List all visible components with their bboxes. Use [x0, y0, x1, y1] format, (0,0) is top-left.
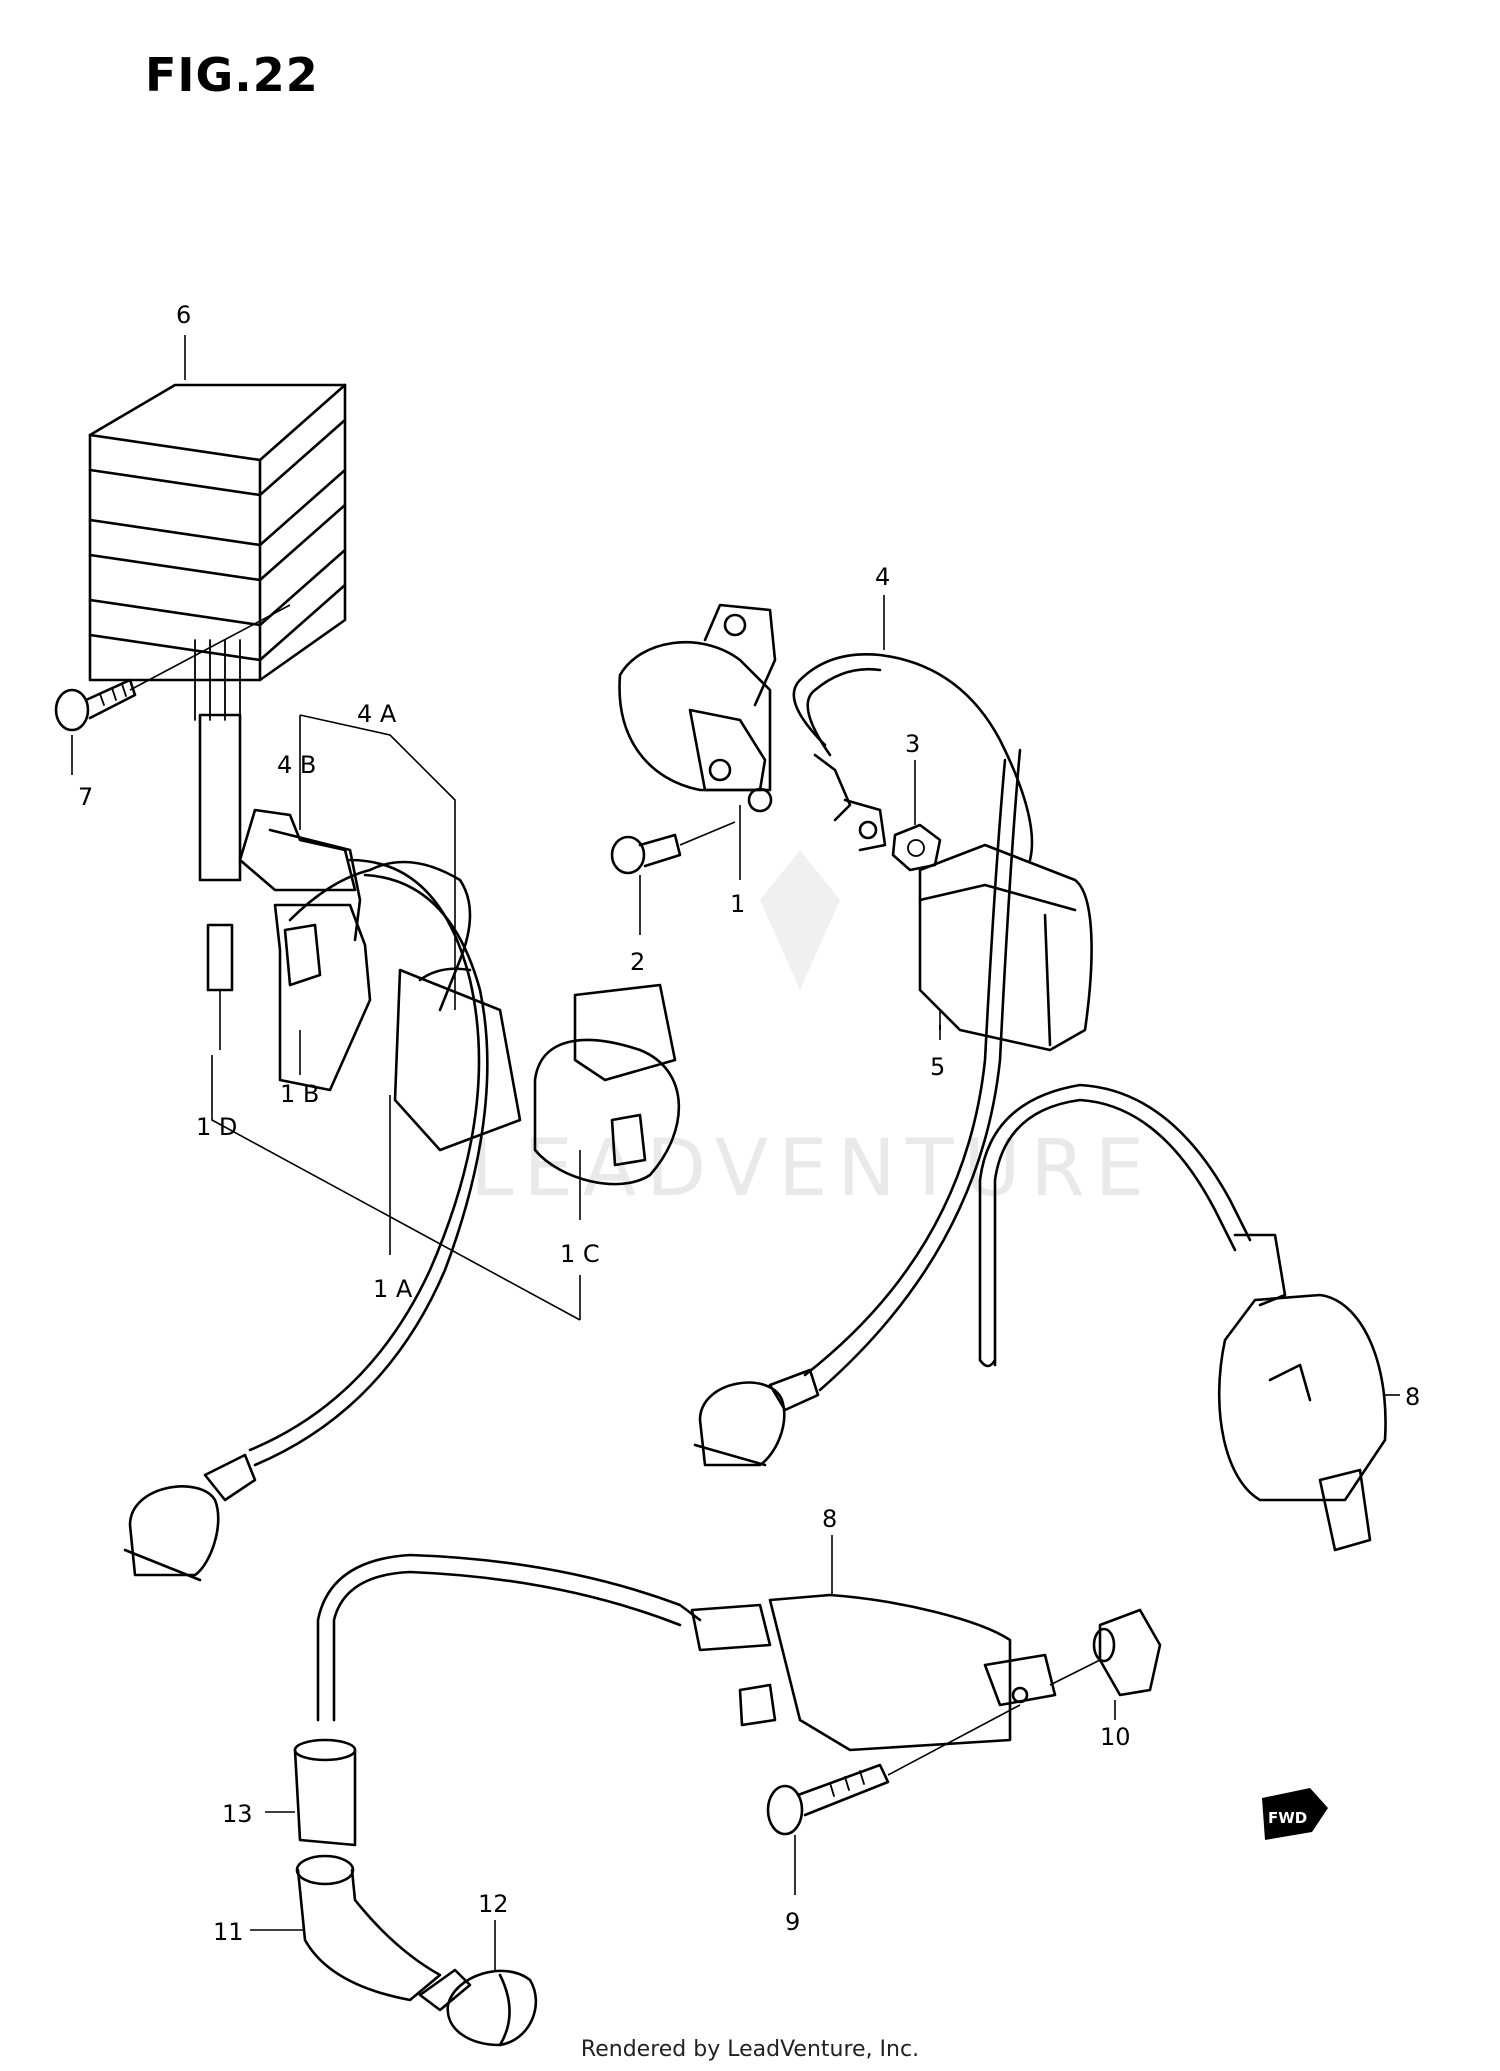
part-4b-plug-cap-bracket[interactable]	[268, 828, 362, 942]
plug-lead-left[interactable]	[123, 858, 489, 1582]
callout-13: 13	[222, 1800, 253, 1828]
part-8-ignition-coil-lower[interactable]	[316, 1553, 1057, 1752]
leader-4a-bracket	[299, 714, 456, 1010]
footer-credit: Rendered by LeadVenture, Inc.	[580, 2037, 920, 2062]
callout-4b: 4 B	[277, 751, 316, 779]
watermark-logo-icon	[760, 850, 840, 990]
callout-8-lower: 8	[822, 1505, 837, 1533]
plug-lead-middle[interactable]	[693, 748, 1022, 1467]
watermark-text: LEADVENTURE	[470, 1124, 1154, 1214]
leadventure-watermark: LEADVENTURE	[470, 850, 1154, 1214]
fwd-direction-icon: FWD	[1262, 1788, 1328, 1840]
part-5-coil-cover[interactable]	[918, 843, 1093, 1052]
callout-1d: 1 D	[196, 1113, 237, 1141]
leader-2	[639, 821, 736, 935]
figure-title: FIG.22	[145, 48, 319, 102]
part-8-ignition-coil-upper[interactable]	[978, 1083, 1387, 1552]
part-6-regulator-rectifier[interactable]	[88, 383, 347, 882]
callout-1a: 1 A	[373, 1275, 413, 1303]
fwd-label: FWD	[1268, 1809, 1307, 1827]
callout-1b: 1 B	[280, 1080, 319, 1108]
callout-9: 9	[785, 1908, 800, 1936]
leader-7	[71, 604, 291, 775]
callout-7: 7	[78, 783, 93, 811]
callout-1: 1	[730, 890, 745, 918]
callout-5: 5	[930, 1053, 945, 1081]
leader-1-group-bracket	[211, 1055, 581, 1321]
callout-6: 6	[176, 301, 191, 329]
leader-10	[1049, 1659, 1116, 1720]
callout-4a: 4 A	[357, 700, 397, 728]
part-4-lead-wire[interactable]	[792, 653, 1034, 862]
leader-9	[794, 1704, 1021, 1895]
part-11-elbow-cap[interactable]	[295, 1854, 472, 2012]
callout-2: 2	[630, 948, 645, 976]
callout-3: 3	[905, 730, 920, 758]
part-3-nut[interactable]	[891, 823, 942, 872]
callout-1c: 1 C	[560, 1240, 600, 1268]
part-9-bolt[interactable]	[766, 1763, 890, 1836]
callout-10: 10	[1100, 1723, 1131, 1751]
callout-8-upper: 8	[1405, 1383, 1420, 1411]
part-12-seal[interactable]	[446, 1969, 538, 2047]
part-1-solenoid[interactable]	[618, 603, 777, 813]
part-2-screw[interactable]	[610, 833, 682, 875]
callout-11: 11	[213, 1918, 244, 1946]
part-7-screw[interactable]	[54, 678, 137, 732]
part-13-spacer[interactable]	[293, 1738, 357, 1847]
part-10-collar[interactable]	[1092, 1608, 1162, 1697]
callout-4: 4	[875, 563, 890, 591]
callout-12: 12	[478, 1890, 509, 1918]
part-1-starter-relay[interactable]	[206, 808, 681, 1186]
